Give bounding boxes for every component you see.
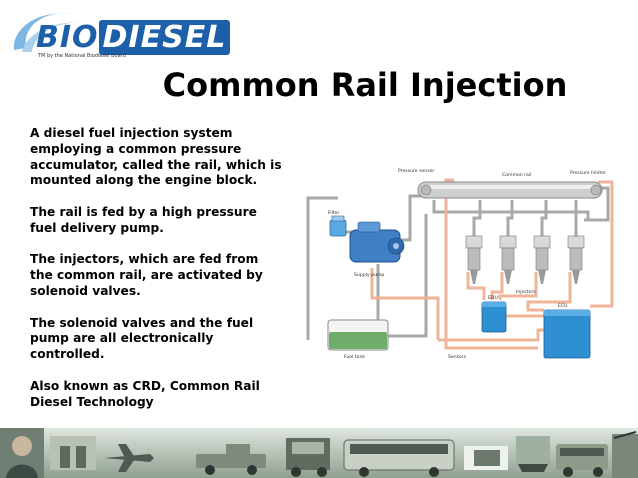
airplane-icon <box>104 444 154 472</box>
paragraph-crd: Also known as CRD, Common Rail Diesel Te… <box>30 378 260 409</box>
logo-bio: BIO <box>36 20 99 55</box>
label-injectors: Injectors <box>516 289 536 295</box>
injector-4 <box>567 235 585 284</box>
edu-module <box>481 301 507 333</box>
logo-tagline: TM by the National Biodiesel Board <box>38 53 126 59</box>
supply-pump <box>349 221 405 263</box>
pressure-limiter-icon <box>590 184 602 196</box>
paragraph-injectors: The injectors, which are fed from the co… <box>30 252 263 298</box>
filter <box>329 215 347 237</box>
logo-swoosh-icon <box>13 13 88 52</box>
semi-truck-icon <box>286 438 330 477</box>
label-common-rail: Common rail <box>502 172 531 178</box>
snow-tractor-icon <box>464 446 508 470</box>
injector-3 <box>533 235 551 284</box>
label-supply-pump: Supply pump <box>354 272 384 278</box>
label-filter: Filter <box>328 210 339 216</box>
label-ecu: ECU <box>558 303 567 309</box>
slide-body: A diesel fuel injection system employing… <box>30 126 298 426</box>
common-rail <box>417 181 603 199</box>
paragraph-rail: The rail is fed by a high pressure fuel … <box>30 204 257 235</box>
paragraph-control: The solenoid valves and the fuel pump ar… <box>30 315 254 362</box>
common-rail-diagram: Pressure sensor Common rail Pressure lim… <box>306 168 614 360</box>
person-photo-icon <box>0 428 44 478</box>
ecu-module <box>543 309 591 359</box>
label-pressure-limiter: Pressure limiter <box>570 170 606 176</box>
label-sensors: Sensors <box>448 354 467 360</box>
fuel-tank <box>327 319 389 351</box>
control-wires <box>370 178 614 350</box>
vehicle-photo-strip <box>0 428 638 478</box>
pressure-sensor-icon <box>420 184 432 196</box>
label-pressure-sensor: Pressure sensor <box>398 168 434 174</box>
fuel-station-icon <box>50 436 96 470</box>
injectors <box>465 235 585 284</box>
ship-icon <box>516 436 550 472</box>
slide-title: Common Rail Injection <box>162 66 568 104</box>
bus-icon <box>343 439 455 477</box>
pickup-truck-icon <box>196 444 266 475</box>
paragraph-definition: A diesel fuel injection system employing… <box>30 126 282 188</box>
label-fuel-tank: Fuel tank <box>344 354 365 360</box>
logo-diesel: DIESEL <box>98 20 231 55</box>
label-edu: EDU <box>488 295 498 301</box>
crane-icon <box>612 431 638 478</box>
school-bus-icon <box>556 444 608 477</box>
injector-1 <box>465 235 483 284</box>
injector-2 <box>499 235 517 284</box>
